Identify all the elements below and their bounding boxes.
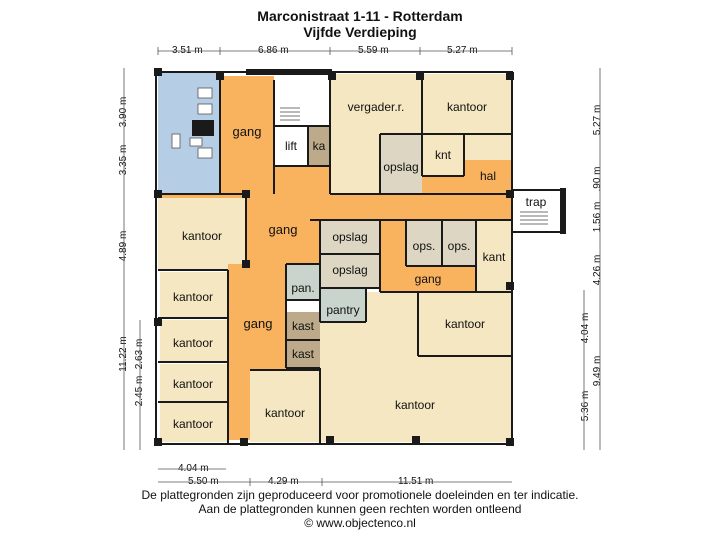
footer-line-3: © www.objectenco.nl	[304, 516, 416, 530]
room-opslag-top: opslag	[383, 160, 419, 174]
page-subtitle: Vijfde Verdieping	[303, 24, 417, 40]
room-kantoor-bottom-centre: kantoor	[264, 406, 306, 420]
dim-bottom-4: 11.51 m	[398, 476, 434, 487]
room-pantry: pantry	[326, 303, 360, 317]
room-opslag-mid-2: opslag	[332, 263, 368, 277]
room-ops-1: ops.	[412, 239, 436, 253]
room-gang-3: gang	[414, 272, 442, 286]
room-opslag-mid-1: opslag	[332, 230, 368, 244]
columns	[154, 68, 566, 446]
room-kantoor-l2: kantoor	[172, 336, 214, 350]
dim-top-2: 6.86 m	[258, 45, 289, 56]
dim-bottom-2: 5.50 m	[188, 476, 219, 487]
room-ops-2: ops.	[447, 239, 471, 253]
walls	[155, 71, 564, 445]
room-ka: ka	[312, 139, 326, 153]
stair-steps	[280, 107, 548, 225]
room-hal: hal	[479, 169, 496, 183]
room-fills	[158, 72, 564, 442]
room-gang-2: gang	[268, 222, 298, 237]
room-knt: knt	[434, 148, 451, 162]
room-kast-1: kast	[291, 319, 314, 333]
dimension-lines	[123, 47, 601, 486]
room-kantoor-right-middle: kantoor	[444, 317, 486, 331]
toilet-fixtures	[171, 87, 213, 159]
dim-bottom-3: 4.29 m	[268, 476, 299, 487]
page-title: Marconistraat 1-11 - Rotterdam	[257, 8, 463, 24]
room-kantoor-l4: kantoor	[172, 417, 214, 431]
dim-top-4: 5.27 m	[447, 45, 478, 56]
room-gang-4: gang	[243, 316, 273, 331]
room-pan: pan.	[291, 281, 315, 295]
room-kantoor-top-right: kantoor	[446, 100, 488, 114]
room-trap: trap	[525, 195, 547, 209]
room-kast-2: kast	[291, 347, 314, 361]
room-kantoor-left: kantoor	[181, 229, 223, 243]
dim-top-3: 5.59 m	[358, 45, 389, 56]
room-kantoor-l3: kantoor	[172, 377, 214, 391]
room-vergader: vergader.r.	[347, 100, 405, 114]
room-lift: lift	[285, 139, 297, 153]
room-kantoor-big: kantoor	[394, 398, 436, 412]
footer-line-2: Aan de plattegronden kunnen geen rechten…	[198, 502, 522, 516]
room-gang-1: gang	[232, 124, 262, 139]
room-kantoor-l1: kantoor	[172, 290, 214, 304]
dim-bottom-1: 4.04 m	[178, 463, 209, 474]
room-kant: kant	[482, 250, 506, 264]
dim-top-1: 3.51 m	[172, 45, 203, 56]
footer-line-1: De plattegronden zijn geproduceerd voor …	[141, 488, 579, 502]
